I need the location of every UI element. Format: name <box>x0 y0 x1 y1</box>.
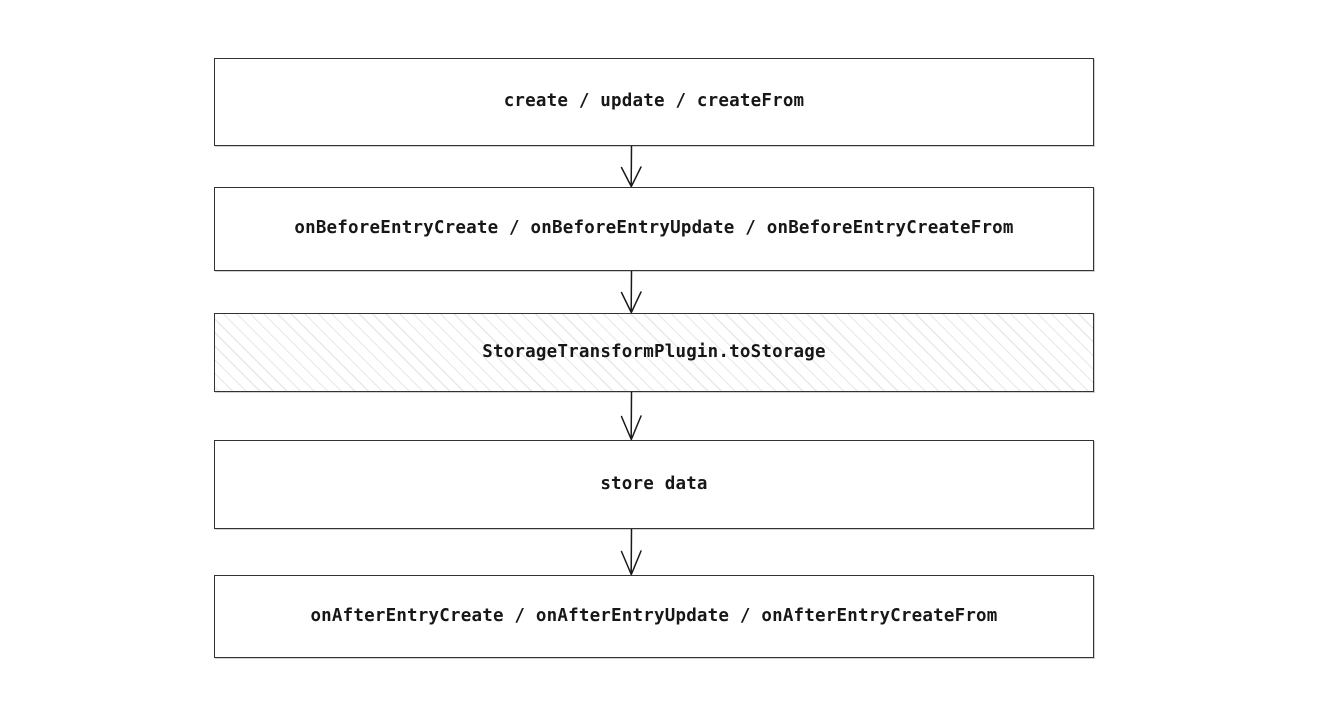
node-label: StorageTransformPlugin.toStorage <box>482 341 826 362</box>
node-label: store data <box>600 473 708 494</box>
node-label: onBeforeEntryCreate / onBeforeEntryUpdat… <box>294 218 1014 239</box>
edge-storedata-to-onafter <box>620 528 642 576</box>
edge-onbefore-to-tostorage <box>620 270 642 314</box>
node-create-update-createfrom[interactable]: create / update / createFrom <box>214 58 1094 146</box>
edge-create-to-onbefore <box>620 145 642 188</box>
node-storage-transform-plugin-tostorage[interactable]: StorageTransformPlugin.toStorage <box>214 313 1094 392</box>
node-label: create / update / createFrom <box>503 91 805 112</box>
node-on-before-entry-hooks[interactable]: onBeforeEntryCreate / onBeforeEntryUpdat… <box>214 187 1094 271</box>
node-on-after-entry-hooks[interactable]: onAfterEntryCreate / onAfterEntryUpdate … <box>214 575 1094 658</box>
node-label: onAfterEntryCreate / onAfterEntryUpdate … <box>310 605 998 626</box>
edge-tostorage-to-storedata <box>620 391 642 441</box>
node-store-data[interactable]: store data <box>214 440 1094 529</box>
